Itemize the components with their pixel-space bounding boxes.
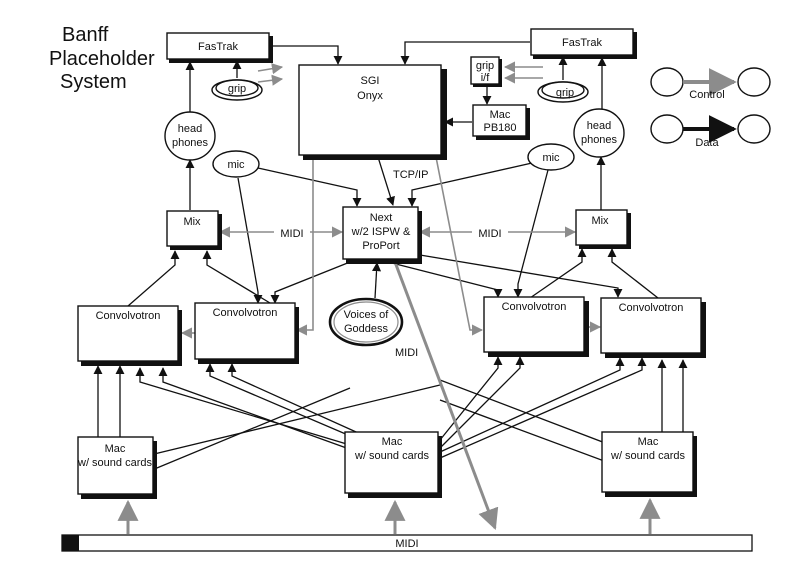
headphones-right-line2: phones [581,134,618,146]
mix-right-node: Mix [575,209,631,249]
mac-left-line1: Mac [105,443,126,455]
title-line-3: System [60,71,127,93]
convolvotron-2-label: Convolvotron [213,307,278,319]
next-line3: ProPort [362,240,399,252]
midi-diagonal-label: MIDI [395,347,418,359]
sgi-onyx-node: SGI Onyx [298,64,447,160]
mix-left-node: Mix [166,210,222,250]
convolvotron-4-node: Convolvotron [600,297,706,358]
voices-line1: Voices of [344,309,390,321]
mac-center-line1: Mac [382,436,403,448]
mix-left-label: Mix [183,216,201,228]
headphones-right-line1: head [587,120,611,132]
convolvotron-2-node: Convolvotron [194,302,299,364]
grip-interface-line1: grip [476,60,494,72]
grip-left-label: grip [228,83,246,95]
headphones-left-line1: head [178,123,202,135]
midi-right-label: MIDI [478,228,501,240]
mac-left-node: Mac w/ sound cards [77,436,157,499]
voices-line2: Goddess [344,323,389,335]
mix-right-label: Mix [591,215,609,227]
title-line-1: Banff [62,24,109,46]
midi-left-label: MIDI [280,228,303,240]
tcpip-label: TCP/IP [393,169,428,181]
next-line2: w/2 ISPW & [351,226,411,238]
legend-data-label: Data [695,137,719,149]
fastrak-right-node: FasTrak [530,28,637,59]
grip-interface-node: grip i/f [470,56,502,87]
mic-right-label: mic [542,152,560,164]
control-edges [117,61,661,534]
legend: Control Data [650,67,771,149]
grip-left-node: grip [211,79,263,101]
mac-right-line1: Mac [638,436,659,448]
mac-pb180-line2: PB180 [483,122,516,134]
mac-right-line2: w/ sound cards [610,450,685,462]
data-edges [93,41,688,479]
mic-left-node: mic [212,150,260,178]
convolvotron-3-node: Convolvotron [483,296,589,357]
convolvotron-1-node: Convolvotron [77,305,182,366]
convolvotron-4-label: Convolvotron [619,302,684,314]
grip-interface-line2: i/f [481,72,491,84]
mic-right-node: mic [527,143,575,171]
next-line1: Next [370,212,393,224]
mac-right-node: Mac w/ sound cards [601,431,697,497]
voices-of-goddess-node: Voices of Goddess [328,297,404,347]
mac-center-line2: w/ sound cards [354,450,429,462]
grip-right-node: grip [537,81,589,103]
mac-center-node: Mac w/ sound cards [344,431,442,498]
mac-pb180-line1: Mac [490,109,511,121]
midi-bus-label: MIDI [395,538,418,550]
mac-left-line2: w/ sound cards [77,457,152,469]
midi-bus: MIDI [61,534,753,552]
fastrak-left-node: FasTrak [166,32,273,63]
sgi-onyx-line2: Onyx [357,90,383,102]
headphones-left-line2: phones [172,137,209,149]
next-node: Next w/2 ISPW & ProPort [342,206,422,264]
fastrak-left-label: FasTrak [198,41,238,53]
mac-pb180-node: Mac PB180 [472,104,530,140]
diagram-title: Banff Placeholder System [49,24,155,93]
convolvotron-3-label: Convolvotron [502,301,567,313]
fastrak-right-label: FasTrak [562,37,602,49]
grip-right-label: grip [556,87,574,99]
mic-left-label: mic [227,159,245,171]
title-line-2: Placeholder [49,48,155,70]
convolvotron-1-label: Convolvotron [96,310,161,322]
headphones-left-node: head phones [164,111,216,161]
headphones-right-node: head phones [573,108,625,158]
sgi-onyx-line1: SGI [361,75,380,87]
legend-control-label: Control [689,89,724,101]
